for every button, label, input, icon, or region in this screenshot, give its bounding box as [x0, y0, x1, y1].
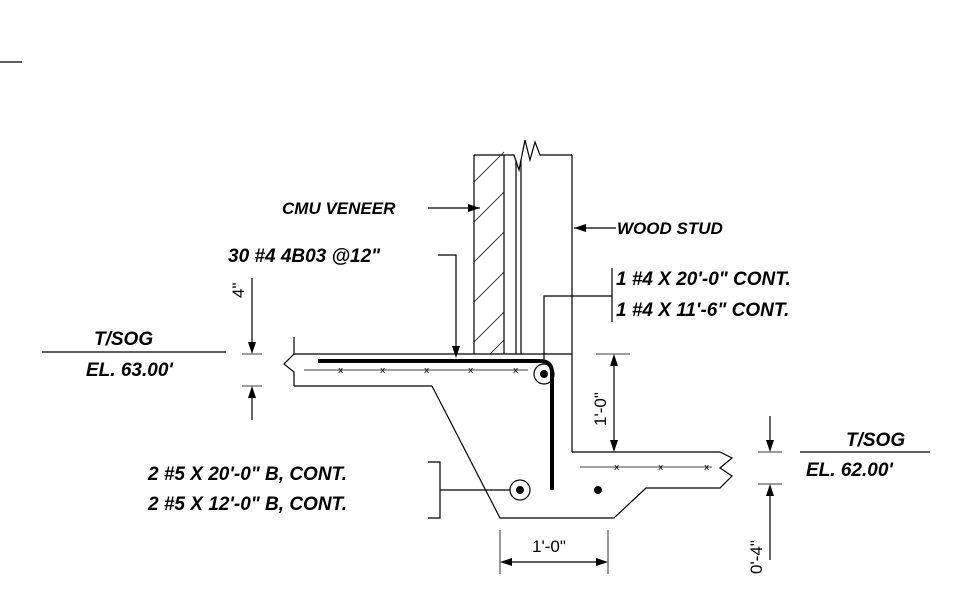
rebar	[318, 359, 602, 501]
wire-mesh-upper: x x x x x	[304, 366, 528, 376]
top-bar-label-2: 1 #4 X 11'-6" CONT.	[616, 300, 789, 321]
mesh-mark: x	[338, 366, 344, 376]
dim-footing-width: 1'-0"	[499, 530, 609, 574]
mesh-mark: x	[468, 366, 474, 376]
footing-outline	[431, 385, 734, 519]
dim-step-height-text: 1'-0"	[591, 392, 610, 426]
bottom-bar-dot	[516, 486, 524, 494]
bottom-bar-label-1: 2 #5 X 20'-0" B, CONT.	[147, 464, 347, 485]
dim-right-slab-text: 0'-4"	[747, 540, 766, 574]
mesh-mark: x	[704, 463, 710, 473]
elevation-right-value: EL. 62.00'	[806, 460, 894, 481]
dim-slab-thickness-text: 4"	[229, 283, 248, 299]
dim-right-slab: 0'-4"	[747, 416, 782, 574]
elevation-right-tag: T/SOG	[846, 430, 905, 451]
dim-slab-thickness: 4"	[229, 278, 262, 420]
elevation-left: T/SOG EL. 63.00'	[42, 329, 226, 381]
sheathing	[515, 160, 522, 354]
wood-stud	[504, 139, 573, 452]
footing-bar-dot	[594, 486, 602, 494]
top-bar-dot	[540, 370, 548, 378]
mesh-mark: x	[380, 366, 386, 376]
elevation-left-value: EL. 63.00'	[86, 360, 174, 381]
elevation-right: T/SOG EL. 62.00'	[800, 430, 930, 481]
dowel-bar-label: 30 #4 4B03 @12"	[228, 246, 381, 267]
upper-slab	[283, 337, 572, 387]
cmu-veneer-label: CMU VENEER	[282, 199, 396, 218]
elevation-left-tag: T/SOG	[94, 329, 153, 350]
top-bar-label-1: 1 #4 X 20'-0" CONT.	[616, 269, 791, 290]
mesh-mark: x	[424, 366, 430, 376]
dim-footing-width-text: 1'-0"	[532, 537, 566, 556]
mesh-mark: x	[513, 366, 519, 376]
mesh-mark: x	[658, 463, 664, 473]
mesh-mark: x	[614, 463, 620, 473]
wood-stud-label: WOOD STUD	[617, 219, 723, 238]
bottom-bar-label-2: 2 #5 X 12'-0" B, CONT.	[147, 494, 347, 515]
cmu-veneer-wall	[473, 151, 505, 355]
dim-step-height: 1'-0"	[591, 353, 630, 453]
wire-mesh-lower: x x x	[580, 463, 712, 473]
